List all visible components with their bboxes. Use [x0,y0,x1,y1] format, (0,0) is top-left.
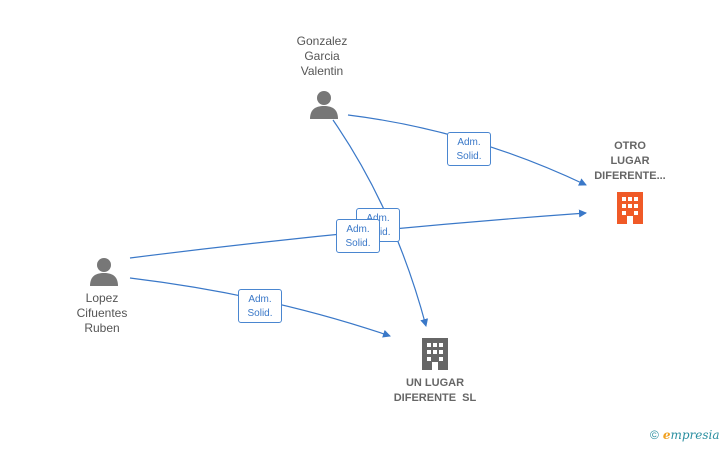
role-badge-lopez-otro[interactable]: Adm. Solid. [336,219,380,253]
role-badge-lopez-un[interactable]: Adm. Solid. [238,289,282,323]
company-node-un[interactable] [419,336,451,370]
person-node-lopez[interactable] [88,255,120,287]
building-icon [617,192,643,224]
person-node-gonzalez[interactable] [308,88,340,120]
person-icon [90,258,118,286]
copyright-icon: © [650,428,659,442]
brand-name-rest: mpresia [670,428,720,442]
role-badge-gonzalez-otro[interactable]: Adm. Solid. [447,132,491,166]
building-icon [422,338,448,370]
company-node-otro[interactable] [614,190,646,224]
company-name-otro[interactable]: OTRO LUGAR DIFERENTE... [594,140,666,182]
person-name-gonzalez[interactable]: Gonzalez Garcia Valentin [296,34,348,78]
person-name-lopez[interactable]: Lopez Cifuentes Ruben [76,291,128,335]
brand-initial: e [662,428,671,442]
brand-logo[interactable]: ©empresia [650,428,720,442]
company-name-un[interactable]: UN LUGAR DIFERENTE SL [393,377,477,404]
person-icon [310,91,338,119]
